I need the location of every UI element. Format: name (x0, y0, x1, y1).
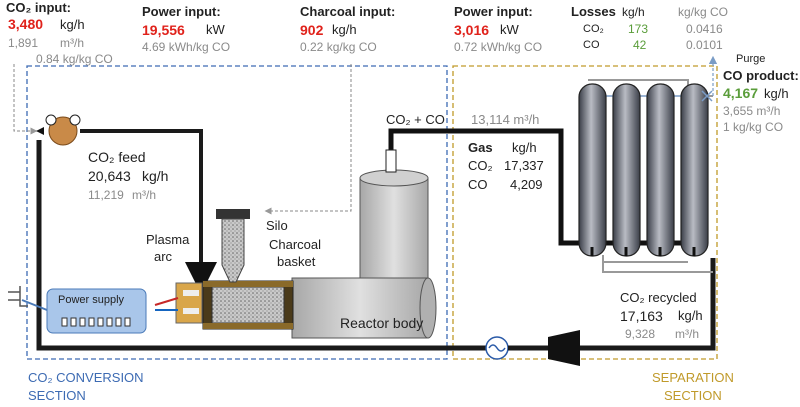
co2-input-ratio: 0.84 kg/kg CO (36, 52, 113, 66)
power-input-1-value: 19,556 (142, 22, 185, 38)
co2-feed-flow-unit: m³/h (132, 188, 156, 202)
losses-title: Losses (571, 4, 616, 19)
reactor-body-label: Reactor body (340, 315, 424, 331)
co2-input-unit: kg/h (60, 17, 85, 32)
charcoal-input-unit: kg/h (332, 22, 357, 37)
power-supply (8, 286, 147, 334)
gas-stream-label: CO₂ + CO (386, 112, 445, 127)
losses-row-kgh: 173 (628, 22, 649, 36)
co2-feed-flow: 11,219 (88, 188, 124, 202)
power-input-1-unit: kW (206, 22, 225, 37)
losses-row-kgkg: 0.0101 (686, 38, 723, 52)
power-supply-label: Power supply (58, 294, 125, 306)
adsorption-columns (578, 83, 709, 257)
recycle-line-upper (602, 255, 688, 263)
plasma-arc-label-1: Plasma (146, 232, 190, 247)
conversion-section-border (26, 65, 448, 360)
charcoal-input-specific: 0.22 kg/kg CO (300, 40, 377, 54)
charcoal-basket-label-1: Charcoal (269, 237, 322, 252)
silo (216, 209, 250, 283)
power-input-1-specific: 4.69 kWh/kg CO (142, 40, 231, 54)
co2-feed-pipe (80, 129, 217, 294)
product-valve (701, 90, 713, 102)
co-product-flow: 3,655 m³/h (723, 104, 781, 118)
separation-section-label-2: SECTION (664, 388, 722, 403)
co2-recycled-unit: kg/h (678, 308, 703, 323)
co2-recycled-flow: 9,328 (625, 327, 656, 341)
column-3 (646, 83, 675, 257)
power-input-2-specific: 0.72 kWh/kg CO (454, 40, 543, 54)
losses-row-species: CO₂ (583, 23, 604, 35)
co2-recycle-loop (36, 140, 490, 351)
reactor-body (291, 149, 437, 339)
co2-input-value: 3,480 (8, 16, 44, 32)
gas-stream-flow: 13,114 m³/h (471, 112, 540, 127)
column-4 (680, 83, 709, 257)
co-product-value: 4,167 (723, 85, 759, 101)
gas-row-value: 17,337 (504, 158, 544, 173)
conversion-section-label-1: CO₂ CONVERSION (28, 370, 144, 385)
losses-row-species: CO (583, 39, 600, 51)
charcoal-basket-label-2: basket (277, 254, 316, 269)
recycle-line-lower (602, 262, 713, 273)
gas-header-unit: kg/h (512, 140, 537, 155)
co-product-ratio: 1 kg/kg CO (723, 120, 784, 134)
gas-row-species: CO (468, 177, 488, 192)
co2-input-line (13, 64, 38, 135)
co2-recycled-flow-unit: m³/h (675, 327, 699, 341)
co2-feed-value: 20,643 (88, 168, 131, 184)
plasma-arc-label-2: arc (154, 249, 173, 264)
separation-section-border (452, 65, 718, 360)
gas-row-species: CO₂ (468, 158, 493, 173)
losses-col1: kg/h (622, 5, 645, 19)
charcoal-input-title: Charcoal input: (300, 4, 396, 19)
conversion-section-label-2: SECTION (28, 388, 86, 403)
power-input-2-value: 3,016 (454, 22, 490, 38)
losses-col2: kg/kg CO (678, 5, 729, 19)
co2-input-flow: 1,891 (8, 36, 39, 50)
power-input-2-unit: kW (500, 22, 519, 37)
co2-recycled-value: 17,163 (620, 308, 663, 324)
charcoal-input-value: 902 (300, 22, 324, 38)
column-1 (578, 83, 607, 257)
co-product-unit: kg/h (764, 86, 789, 101)
charcoal-input-line (264, 64, 352, 215)
co-product-title: CO product: (723, 68, 799, 83)
losses-row-kgh: 42 (633, 38, 647, 52)
gas-row-value: 4,209 (510, 177, 543, 192)
column-2 (612, 83, 641, 257)
co2-recycled-title: CO₂ recycled (620, 290, 697, 305)
purge-label: Purge (736, 53, 766, 65)
gas-header: Gas (468, 140, 493, 155)
plasma-torch (154, 282, 203, 324)
losses-row-kgkg: 0.0416 (686, 22, 723, 36)
power-input-1-title: Power input: (142, 4, 221, 19)
silo-label: Silo (266, 218, 288, 233)
co2-input-flow-unit: m³/h (60, 36, 84, 50)
co2-mixer (36, 114, 81, 146)
separation-section-label-1: SEPARATION (652, 370, 734, 385)
co2-feed-title: CO₂ feed (88, 149, 146, 165)
power-input-2-title: Power input: (454, 4, 533, 19)
co2-feed-unit: kg/h (142, 168, 169, 184)
co2-input-title: CO₂ input: (6, 0, 71, 15)
compressor (548, 330, 580, 366)
co2-recycle-return (580, 258, 716, 351)
charcoal-basket (202, 280, 294, 330)
